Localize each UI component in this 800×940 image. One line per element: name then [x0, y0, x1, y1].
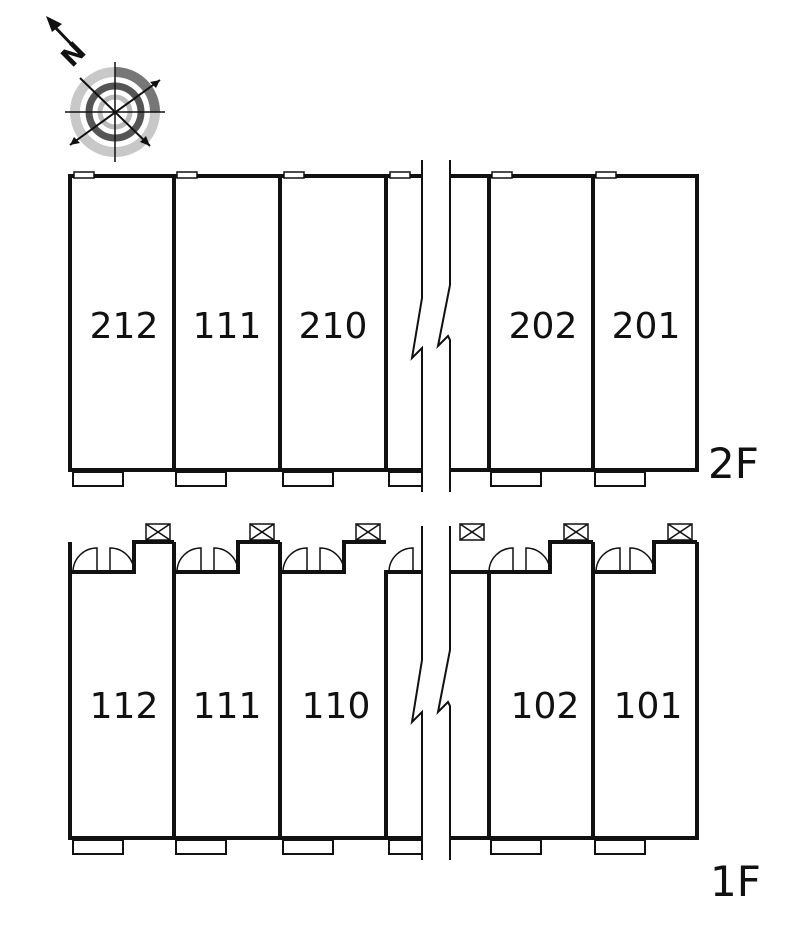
unit-label: 112 [90, 686, 159, 727]
floor-label-1f: 1F [710, 857, 761, 906]
floor-2-windows [73, 171, 617, 179]
unit-label: 210 [299, 306, 368, 347]
compass [65, 62, 165, 162]
unit-label: 212 [90, 306, 159, 347]
floor-2-balconies [72, 471, 646, 487]
floor-2-unit-labels: 212 111 210 202 201 [90, 306, 681, 347]
floor-1-meter-boxes [145, 523, 693, 541]
unit-label: 111 [193, 306, 262, 347]
unit-label: 202 [509, 306, 578, 347]
floor-1-doors [72, 547, 655, 573]
unit-label: 110 [302, 686, 371, 727]
north-label: N [56, 37, 93, 74]
floor-1-building [68, 540, 699, 840]
unit-label: 201 [612, 306, 681, 347]
floor-2-building [68, 174, 699, 472]
floor-1-unit-labels: 112 111 110 102 101 [90, 686, 683, 727]
floor-1-balconies [72, 839, 646, 855]
unit-label: 102 [511, 686, 580, 727]
unit-label: 101 [614, 686, 683, 727]
unit-label: 111 [193, 686, 262, 727]
north-arrow [46, 16, 77, 50]
floor-1-break-mark [410, 526, 451, 860]
floor-2-break-mark [410, 160, 451, 492]
floor-label-2f: 2F [708, 439, 759, 488]
